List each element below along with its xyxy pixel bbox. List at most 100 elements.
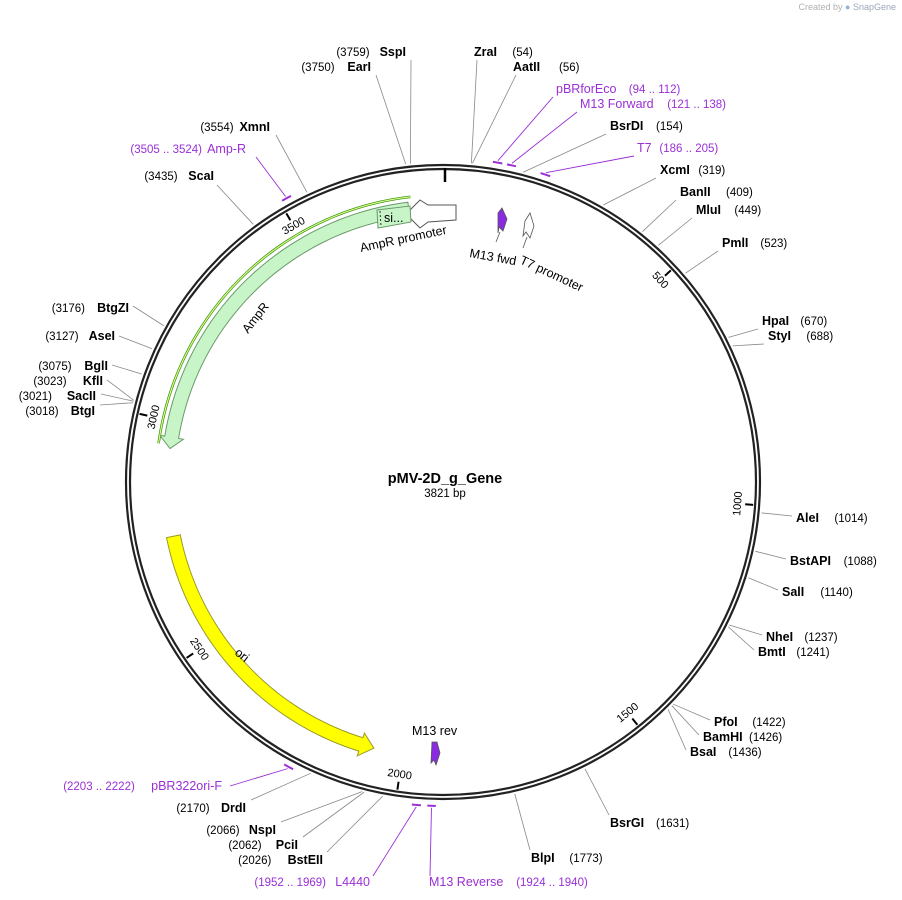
site-name-kfli: KflI [83, 374, 103, 388]
t7-promoter-leader [522, 236, 528, 249]
primer-name-m13-reverse: M13 Reverse [429, 875, 503, 889]
site-name-pcii: PciI [276, 838, 298, 852]
leader-bstapi [755, 550, 787, 560]
site-bstapi[interactable]: BstAPI(1088) [790, 554, 877, 568]
site-pfoi[interactable]: PfoI(1422) [714, 715, 786, 729]
site-pmli[interactable]: PmlI(523) [722, 236, 787, 250]
m13-fwd-arrow[interactable] [497, 207, 508, 234]
ampr-feature[interactable] [158, 201, 411, 450]
site-position-bsai: (1436) [728, 747, 761, 759]
leader-pcii [302, 791, 365, 838]
site-eari[interactable]: EarI(3750) [301, 60, 371, 74]
primer-l4440[interactable]: L4440(1952 .. 1969) [254, 875, 370, 889]
site-xcmi[interactable]: XcmI(319) [660, 163, 725, 177]
primer-range-pbrforeco: (94 .. 112) [629, 84, 681, 96]
leader-kfli [106, 379, 134, 401]
leader-sacii [100, 393, 134, 402]
leader-alei [761, 512, 793, 517]
m13-fwd-label: M13 fwd [468, 246, 517, 268]
site-name-alei: AleI [796, 511, 819, 525]
site-name-pfoi: PfoI [714, 715, 738, 729]
primer-leader-amp-r [255, 156, 286, 197]
site-drdi[interactable]: DrdI(2170) [176, 801, 246, 815]
leader-hpai [728, 328, 759, 338]
site-mlui[interactable]: MluI(449) [696, 203, 761, 217]
t7-promoter-label: T7 promoter [518, 253, 586, 294]
primer-leader-l4440 [372, 806, 417, 877]
leader-xmni [275, 134, 308, 193]
site-sacii[interactable]: SacII(3021) [19, 389, 96, 403]
site-pcii[interactable]: PciI(2062) [228, 838, 298, 852]
site-sspi[interactable]: SspI(3759) [336, 45, 406, 59]
site-styi[interactable]: StyI(688) [768, 329, 833, 343]
site-xmni[interactable]: XmnI(3554) [200, 120, 270, 134]
site-hpai[interactable]: HpaI(670) [762, 314, 827, 328]
site-bsrgi[interactable]: BsrGI(1631) [610, 816, 689, 830]
site-scai[interactable]: ScaI(3435) [144, 169, 214, 183]
leader-sspi [410, 59, 412, 164]
leader-styi [732, 343, 765, 347]
site-alei[interactable]: AleI (1014) [796, 511, 868, 525]
site-position-aatii: (56) [559, 62, 580, 74]
primer-pbrforeco[interactable]: pBRforEco (94 .. 112) [556, 82, 681, 96]
site-position-bamhi: (1426) [749, 732, 782, 744]
site-kfli[interactable]: KflI(3023) [33, 374, 103, 388]
primer-m13-forward[interactable]: M13 Forward(121 .. 138) [580, 97, 726, 111]
site-blpi[interactable]: BlpI(1773) [531, 851, 603, 865]
site-btgi[interactable]: BtgI(3018) [25, 404, 95, 418]
primer-pbr322ori-f[interactable]: pBR322ori-F(2203 .. 2222) [63, 779, 222, 793]
site-position-alei: (1014) [834, 513, 867, 525]
primer-name-pbr322ori-f: pBR322ori-F [151, 779, 222, 793]
signal-sequence-feature[interactable]: si... [376, 205, 412, 229]
primer-leader-pbr322ori-f [229, 768, 288, 787]
leader-nhei [729, 624, 763, 636]
site-position-btgzi: (3176) [52, 303, 85, 315]
leader-bmti [728, 626, 755, 651]
leader-banii [642, 199, 677, 232]
ori-feature[interactable] [165, 534, 375, 757]
site-nspi[interactable]: NspI(2066) [206, 823, 276, 837]
primer-amp-r[interactable]: Amp-R(3505 .. 3524) [130, 142, 246, 156]
site-position-nhei: (1237) [804, 632, 837, 644]
site-position-mlui: (449) [734, 205, 761, 217]
primer-t7[interactable]: T7(186 .. 205) [637, 141, 718, 155]
site-position-eari: (3750) [301, 62, 334, 74]
site-bmti[interactable]: BmtI(1241) [758, 645, 830, 659]
leader-asei [118, 335, 153, 350]
site-position-hpai: (670) [800, 316, 827, 328]
primer-name-pbrforeco: pBRforEco [556, 82, 616, 96]
primer-m13-reverse[interactable]: M13 Reverse(1924 .. 1940) [429, 875, 588, 889]
site-bgli[interactable]: BglI(3075) [38, 359, 108, 373]
site-aatii[interactable]: AatII(56) [513, 60, 580, 74]
tick-label-3500: 3500 [280, 215, 307, 238]
primer-labels: pBRforEco (94 .. 112)M13 Forward(121 .. 1… [63, 82, 726, 889]
site-asei[interactable]: AseI (3127) [45, 329, 115, 343]
site-sali[interactable]: SalI(1140) [782, 585, 853, 599]
site-bsteii[interactable]: BstEII(2026) [238, 853, 323, 867]
credit-brand: SnapGene [852, 2, 896, 12]
site-name-drdi: DrdI [221, 801, 246, 815]
site-banii[interactable]: BanII(409) [680, 185, 753, 199]
site-position-bsteii: (2026) [238, 855, 271, 867]
m13-rev-arrow[interactable] [430, 741, 441, 767]
leader-bamhi [671, 705, 700, 736]
t7-promoter-arrow[interactable] [522, 212, 535, 239]
site-bsai[interactable]: BsaI(1436) [690, 745, 762, 759]
site-name-asei: AseI [89, 329, 115, 343]
site-labels: SspI(3759)EarI(3750) ZraI(54)AatII(56) Bsr… [19, 45, 877, 867]
primer-mark-l4440 [411, 803, 421, 807]
primer-name-l4440: L4440 [335, 875, 370, 889]
site-name-blpi: BlpI [531, 851, 555, 865]
site-bamhi[interactable]: BamHI(1426) [703, 730, 782, 744]
site-position-asei: (3127) [45, 331, 78, 343]
site-position-bmti: (1241) [796, 647, 829, 659]
site-nhei[interactable]: NheI (1237) [766, 630, 838, 644]
site-zrai[interactable]: ZraI(54) [474, 45, 533, 59]
site-name-nhei: NheI [766, 630, 793, 644]
site-btgzi[interactable]: BtgZI(3176) [52, 301, 129, 315]
tick-1500 [631, 717, 639, 726]
ampr-promoter-arrow[interactable] [405, 199, 457, 229]
site-bsrdi[interactable]: BsrDI(154) [610, 119, 683, 133]
site-name-sali: SalI [782, 585, 804, 599]
